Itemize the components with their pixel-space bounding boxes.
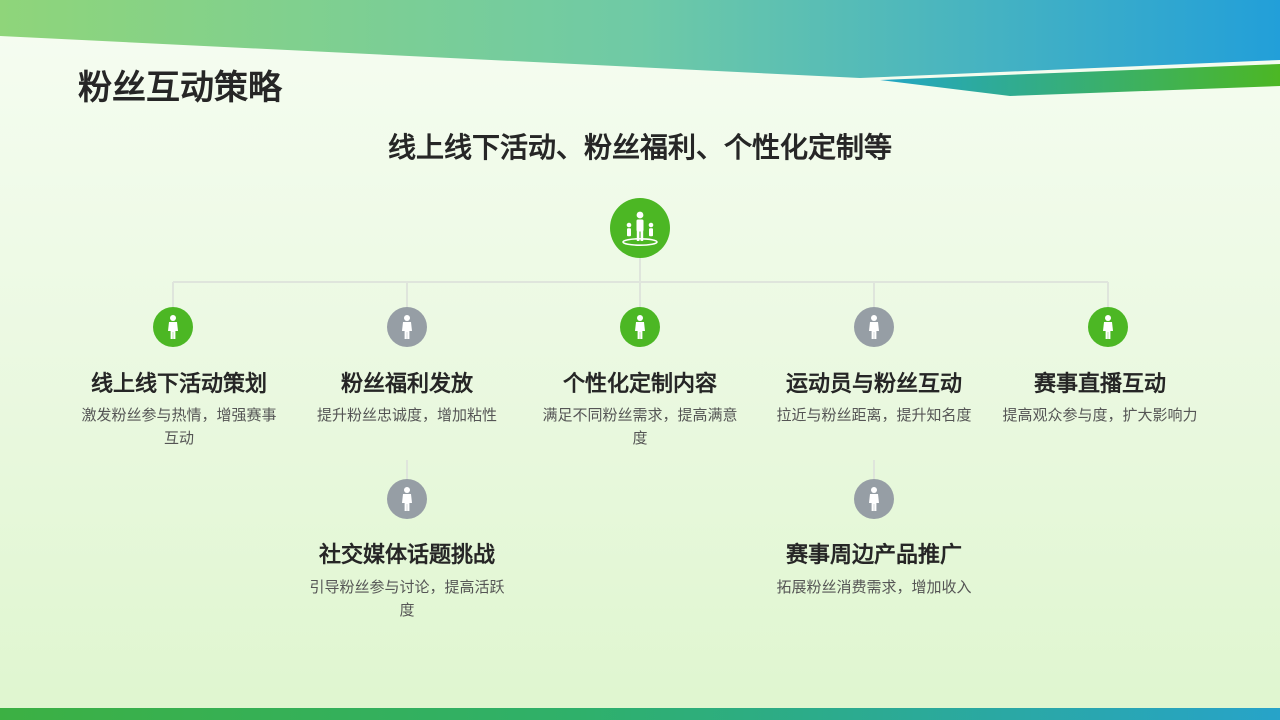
- people-group-icon: [610, 198, 670, 258]
- page-subtitle: 线上线下活动、粉丝福利、个性化定制等: [387, 131, 892, 164]
- node-desc-5: 提高观众参与度，扩大影响力: [1002, 406, 1198, 424]
- node-title-4: 运动员与粉丝互动: [785, 372, 962, 397]
- person-icon: [1088, 307, 1128, 347]
- node-title-1: 线上线下活动策划: [90, 372, 267, 397]
- node-title-7: 赛事周边产品推广: [785, 543, 962, 568]
- page-title: 粉丝互动策略: [78, 68, 282, 108]
- node-desc-6: 引导粉丝参与讨论，提高活跃度: [309, 578, 505, 619]
- node-desc-3: 满足不同粉丝需求，提高满意度: [542, 406, 738, 447]
- person-icon: [387, 479, 427, 519]
- node-desc-7: 拓展粉丝消费需求，增加收入: [776, 578, 972, 596]
- bottom-accent-bar: [0, 708, 1280, 720]
- person-icon: [620, 307, 660, 347]
- node-title-5: 赛事直播互动: [1033, 372, 1166, 397]
- node-desc-4: 拉近与粉丝距离，提升知名度: [776, 406, 972, 424]
- person-icon: [854, 307, 894, 347]
- node-desc-2: 提升粉丝忠诚度，增加粘性: [316, 406, 497, 424]
- person-icon: [387, 307, 427, 347]
- person-icon: [153, 307, 193, 347]
- node-title-3: 个性化定制内容: [562, 372, 717, 397]
- node-title-6: 社交媒体话题挑战: [318, 543, 495, 568]
- node-title-2: 粉丝福利发放: [340, 372, 473, 397]
- node-desc-1: 激发粉丝参与热情，增强赛事互动: [81, 406, 277, 447]
- top-banner: [0, 0, 1280, 96]
- person-icon: [854, 479, 894, 519]
